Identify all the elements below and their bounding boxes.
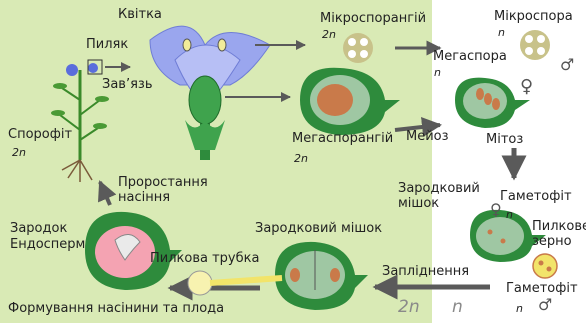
ploidy-gametophyte-male: n (516, 302, 523, 316)
label-embryo: Зародок (10, 222, 67, 236)
microspore-illustration (520, 30, 550, 60)
label-embryo-sac-bottom: Зародковий мішок (255, 222, 382, 236)
label-megasporangium: Мегаспорангій (292, 132, 393, 146)
microsporangium-illustration (343, 33, 373, 63)
label-gametophyte-male: Гаметофіт (506, 282, 578, 296)
label-ovary: Зав’язь (102, 78, 153, 92)
ploidy-microsporangium: 2n (322, 28, 336, 42)
label-seed-fruit-formation: Формування насінини та плода (8, 302, 224, 316)
label-diploid-phase: 2n (398, 300, 420, 314)
ploidy-megaspore: n (434, 66, 441, 80)
female-symbol-megaspore: ♀ (520, 80, 533, 94)
male-symbol-gametophyte: ♂ (538, 298, 552, 312)
label-germination-2: насіння (118, 191, 170, 205)
ploidy-megasporangium: 2n (294, 152, 308, 166)
ploidy-sporophyte: 2n (12, 146, 26, 160)
label-microsporangium: Мікроспорангій (320, 12, 426, 26)
label-meiosis: Мейоз (406, 130, 449, 144)
label-mitosis: Мітоз (486, 133, 523, 147)
label-germination-1: Проростання (118, 176, 208, 190)
label-embryo-sac-top-1: Зародковий (398, 182, 480, 196)
label-haploid-phase: n (452, 300, 463, 314)
pollen-grain-illustration (533, 254, 557, 278)
label-embryo-sac-top-2: мішок (398, 197, 439, 211)
label-anther: Пиляк (86, 38, 128, 52)
label-flower: Квітка (118, 8, 162, 22)
label-megaspore: Мегаспора (433, 50, 507, 64)
label-sporophyte: Спорофіт (8, 128, 72, 142)
male-symbol-microspore: ♂ (560, 58, 574, 72)
label-microspore: Мікроспора (494, 10, 573, 24)
label-pollen-1: Пилкове (532, 220, 586, 234)
label-pollen-tube: Пилкова трубка (150, 252, 259, 266)
label-endosperm: Ендосперм (10, 238, 85, 252)
label-gametophyte-female: Гаметофіт (500, 190, 572, 204)
female-symbol-gametophyte: ♀ (490, 203, 502, 217)
label-fertilization: Запліднення (382, 265, 469, 279)
megaspore-illustration (455, 78, 530, 128)
ploidy-gametophyte-female: n (506, 208, 513, 222)
ploidy-microspore: n (498, 26, 505, 40)
label-pollen-2: зерно (532, 235, 572, 249)
